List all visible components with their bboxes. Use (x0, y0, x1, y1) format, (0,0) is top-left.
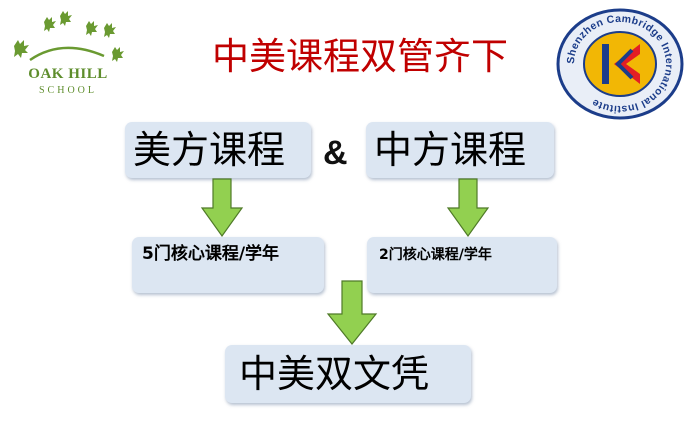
us-curriculum-label: 美方课程 (133, 128, 286, 172)
dual-diploma-box: 中美双文凭 (225, 345, 471, 403)
down-arrow-right-icon (446, 178, 490, 238)
institute-emblem-icon: Shenzhen Cambridge International Institu… (556, 8, 684, 120)
logo-subtitle: SCHOOL (38, 85, 97, 96)
down-arrow-left-icon (200, 178, 244, 238)
dual-diploma-label: 中美双文凭 (239, 352, 430, 396)
cn-core-courses-box: 2门核心课程/学年 (367, 237, 557, 293)
cn-curriculum-box: 中方课程 (366, 122, 554, 178)
logo-name: OAK HILL (28, 66, 108, 82)
ampersand-connector: & (323, 134, 348, 172)
us-curriculum-box: 美方课程 (125, 122, 311, 178)
cambridge-institute-logo: Shenzhen Cambridge International Institu… (552, 8, 688, 120)
cn-curriculum-label: 中方课程 (374, 128, 527, 172)
oak-leaves-icon (14, 11, 124, 62)
cn-core-courses-label: 2门核心课程/学年 (379, 247, 492, 263)
page-title: 中美课程双管齐下 (212, 35, 508, 78)
down-arrow-center-icon (326, 280, 378, 345)
us-core-courses-label: 5门核心课程/学年 (142, 244, 280, 264)
oak-hill-school-logo: OAK HILL SCHOOL (0, 6, 132, 102)
us-core-courses-box: 5门核心课程/学年 (132, 237, 324, 293)
